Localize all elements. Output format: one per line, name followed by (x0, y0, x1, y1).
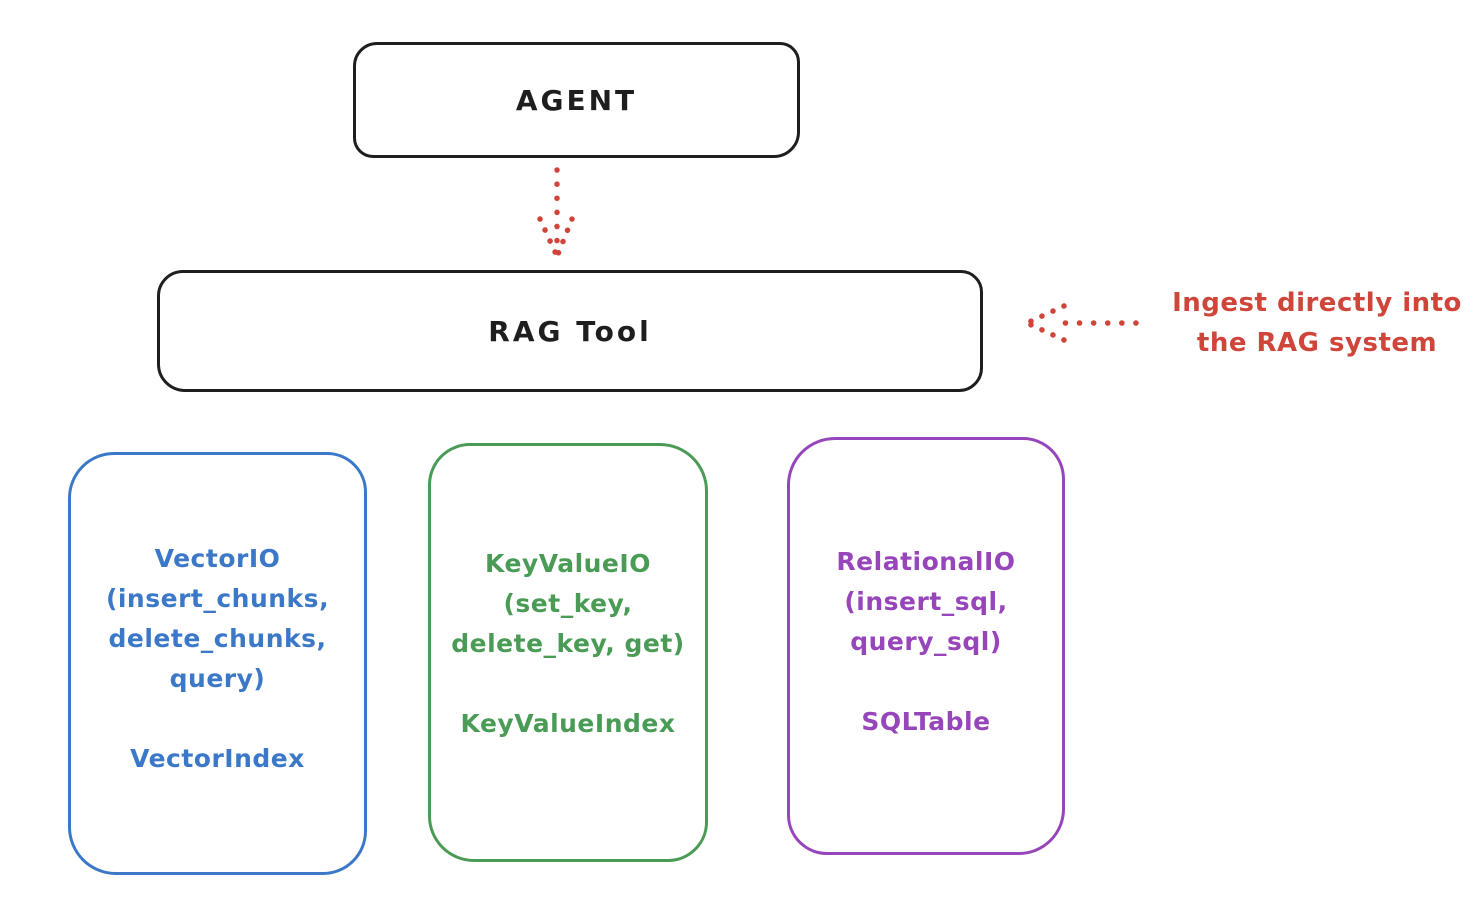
relationalio-title: RelationalIO (836, 547, 1016, 576)
relationalio-text: RelationalIO (insert_sql, query_sql) SQL… (790, 542, 1062, 742)
keyvalue-index-label: KeyValueIndex (460, 709, 676, 738)
ingest-annotation-line1: Ingest directly into (1172, 288, 1462, 318)
keyvalueio-method-line: delete_key, get) (451, 629, 685, 658)
vectorio-method-line: delete_chunks, (108, 624, 327, 653)
keyvalueio-box: KeyValueIO (set_key, delete_key, get) Ke… (428, 443, 708, 862)
relationalio-method-line: query_sql) (850, 627, 1002, 656)
ingest-annotation-arrow (1024, 303, 1139, 343)
vectorio-box: VectorIO (insert_chunks, delete_chunks, … (68, 452, 367, 875)
vector-index-label: VectorIndex (130, 744, 305, 773)
relationalio-box: RelationalIO (insert_sql, query_sql) SQL… (787, 437, 1065, 855)
keyvalueio-text: KeyValueIO (set_key, delete_key, get) Ke… (431, 544, 705, 744)
ingest-annotation: Ingest directly into the RAG system (1150, 283, 1484, 363)
relationalio-method-line: (insert_sql, (844, 587, 1008, 616)
vectorio-method-line: (insert_chunks, (105, 584, 330, 613)
vectorio-title: VectorIO (154, 544, 281, 573)
sqltable-label: SQLTable (861, 707, 991, 736)
vectorio-method-line: query) (169, 664, 266, 693)
agent-box: AGENT (353, 42, 800, 158)
vectorio-text: VectorIO (insert_chunks, delete_chunks, … (71, 539, 364, 779)
ingest-annotation-line2: the RAG system (1196, 328, 1438, 358)
agent-to-ragtool-arrow (537, 167, 575, 257)
rag-tool-box: RAG Tool (157, 270, 983, 392)
keyvalueio-title: KeyValueIO (485, 549, 651, 578)
agent-label: AGENT (515, 83, 638, 117)
keyvalueio-method-line: (set_key, (503, 589, 633, 618)
rag-tool-label: RAG Tool (488, 314, 652, 348)
